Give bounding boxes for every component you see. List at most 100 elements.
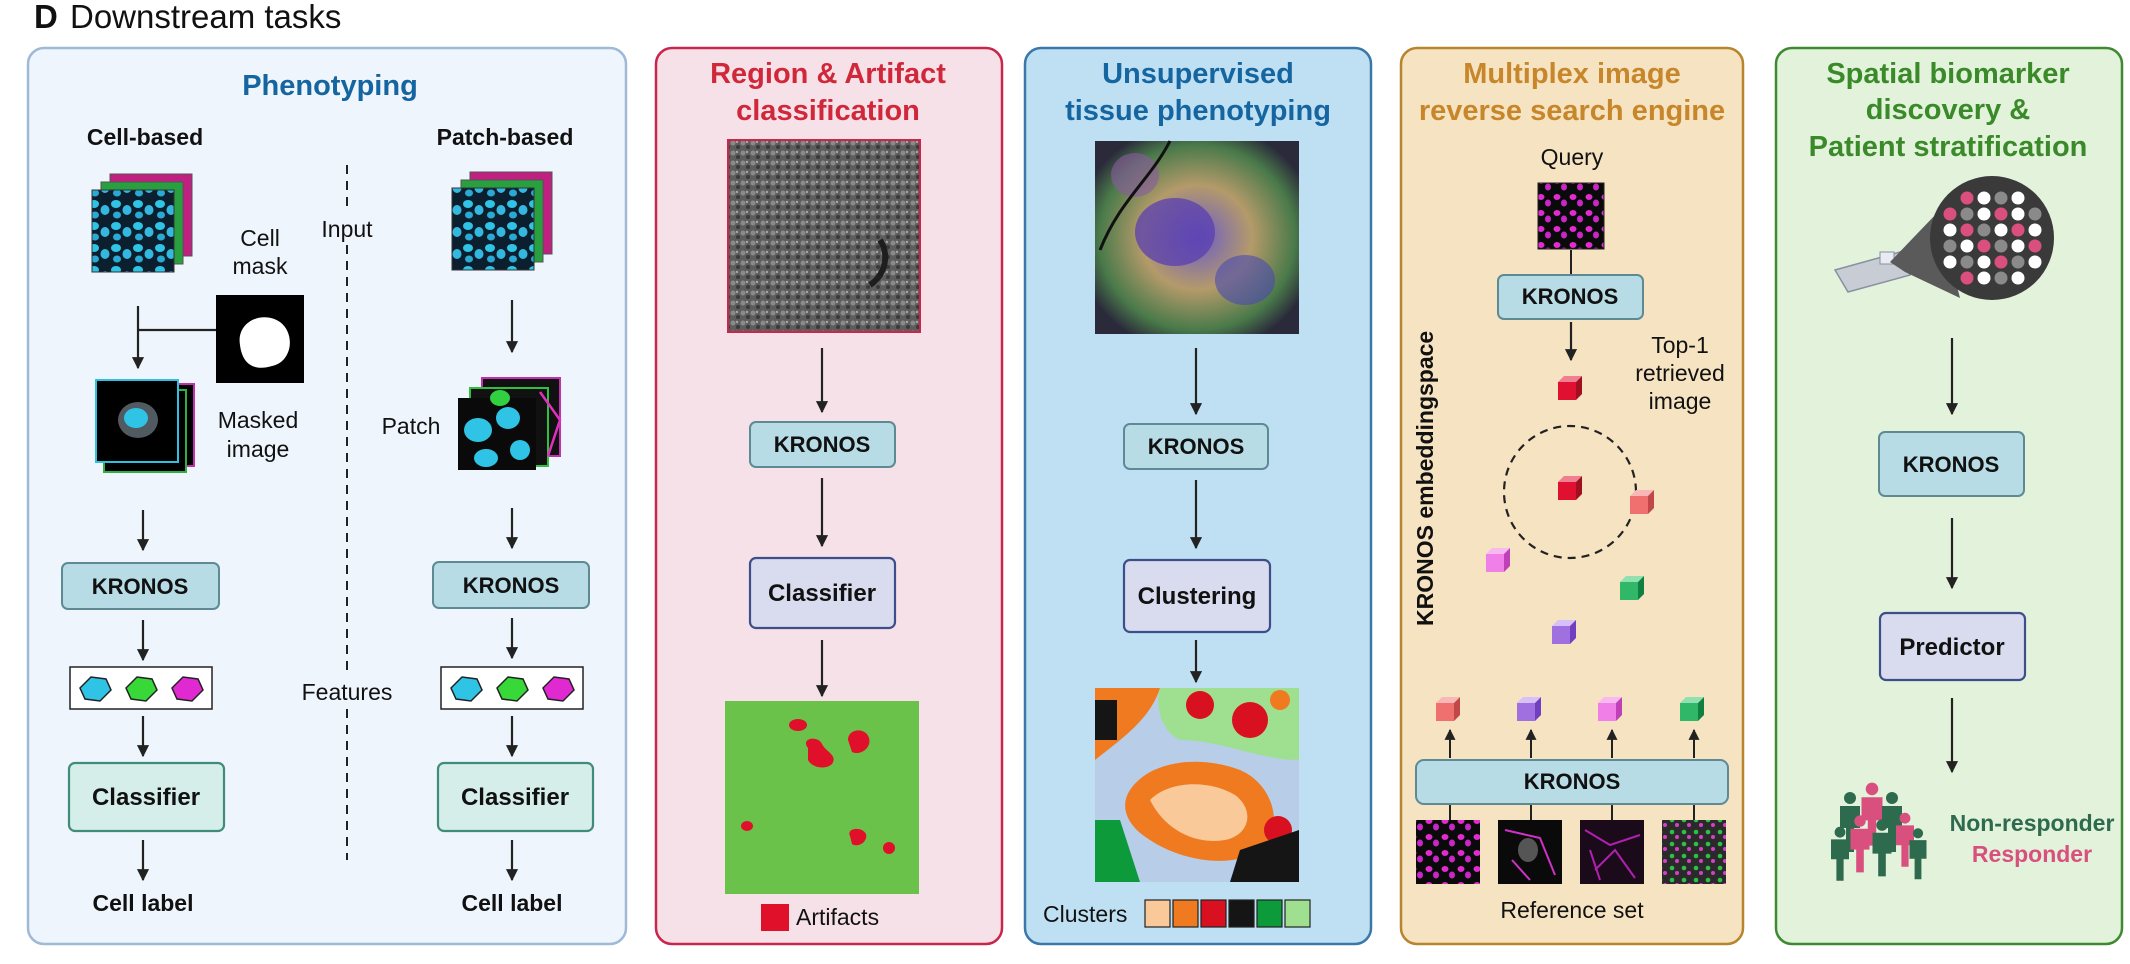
- tma-cores: [1943, 191, 2042, 285]
- patch-image-stack: [458, 377, 562, 470]
- patch-label-output: Cell label: [462, 890, 563, 916]
- cell-model-label: KRONOS: [92, 574, 189, 599]
- spatial-title-line-3: Patient stratification: [1809, 131, 2088, 163]
- tma-core: [1977, 255, 1991, 269]
- tma-core: [1977, 239, 1991, 253]
- spatial-model-label: KRONOS: [1903, 452, 2000, 477]
- tma-core: [2011, 255, 2025, 269]
- patient-head: [1886, 792, 1898, 804]
- tma-core: [1960, 191, 1974, 205]
- region-classifier-label: Classifier: [768, 580, 876, 607]
- masked-image-label-1: Masked: [218, 407, 299, 433]
- top1-label-2: retrieved: [1635, 360, 1724, 386]
- tma-core: [2028, 239, 2042, 253]
- tma-core: [1994, 191, 2008, 205]
- cell-label-output: Cell label: [93, 890, 194, 916]
- region-model-label: KRONOS: [774, 432, 871, 457]
- region-title-line-1: Region & Artifact: [710, 58, 946, 90]
- artifact-map: [725, 701, 919, 894]
- patient-body: [1882, 806, 1902, 852]
- grayscale-tissue-image: [727, 139, 921, 333]
- unsup-model-box: [1123, 423, 1269, 470]
- cluster-legend: [1144, 899, 1311, 928]
- tma-core: [1994, 255, 2008, 269]
- tma-core: [1960, 255, 1974, 269]
- top1-label-3: image: [1649, 388, 1712, 414]
- patient-head: [1854, 815, 1866, 827]
- input-label: Input: [321, 216, 373, 242]
- patch-feature-vector: [440, 666, 584, 710]
- patient-head: [1844, 792, 1856, 804]
- cell-feature-vector: [69, 666, 213, 710]
- tma-core: [1977, 191, 1991, 205]
- purple-embedding-cube: [1552, 620, 1576, 644]
- region-model-box: [749, 421, 896, 468]
- query-label: Query: [1541, 144, 1604, 170]
- clustering-label: Clustering: [1138, 583, 1257, 610]
- tma-core: [2028, 223, 2042, 237]
- phenotyping-panel: Phenotyping Cell-based Patch-based Input…: [26, 46, 628, 946]
- patch-label: Patch: [382, 413, 441, 439]
- query-model-label: KRONOS: [1522, 284, 1619, 309]
- cluster-map: [1095, 688, 1299, 882]
- patient-body: [1850, 828, 1870, 873]
- query-image: [1537, 182, 1605, 250]
- patient-head: [1834, 826, 1846, 838]
- patient-body: [1840, 806, 1860, 852]
- tma-core: [1960, 207, 1974, 221]
- non-responder-label: Non-responder: [1950, 810, 2115, 836]
- patient-head: [1876, 819, 1888, 831]
- unsup-title-line-1: Unsupervised: [1102, 58, 1294, 90]
- cell-model-box: [61, 562, 220, 610]
- artifacts-legend-label: Artifacts: [796, 904, 879, 930]
- patient-head: [1899, 812, 1911, 824]
- tma-core: [2028, 255, 2042, 269]
- panel-letter: D: [34, 0, 58, 35]
- figure-heading: Downstream tasks: [70, 0, 341, 35]
- cell-mask-label-1: Cell: [240, 225, 280, 251]
- tma-core: [1943, 255, 1957, 269]
- unsupervised-panel: Unsupervised tissue phenotyping KRONOS C…: [1023, 46, 1373, 946]
- responder-label: Responder: [1972, 841, 2092, 867]
- patient-body: [1872, 832, 1892, 877]
- reference-embeddings: [1436, 697, 1704, 721]
- artifact-legend-swatch: [761, 904, 789, 931]
- multiplex-tissue-image: [1095, 140, 1299, 334]
- predictor-box: [1878, 611, 2027, 682]
- embedding-space-label: KRONOS embeddingspace: [1412, 331, 1438, 626]
- tma-core: [1977, 271, 1991, 285]
- tma-core: [1977, 223, 1991, 237]
- spatial-model-box: [1878, 431, 2025, 497]
- region-classifier-box: [748, 556, 897, 630]
- tma-core: [1994, 223, 2008, 237]
- magenta-embedding-cube: [1486, 548, 1510, 572]
- region-title-line-2: classification: [736, 95, 920, 127]
- tma-core: [1960, 271, 1974, 285]
- pink-embedding-cube: [1630, 490, 1654, 514]
- phenotyping-title: Phenotyping: [242, 70, 418, 102]
- multiplex-title-line-1: Multiplex image: [1463, 58, 1681, 90]
- green-embedding-cube: [1620, 576, 1644, 600]
- patient-body: [1896, 825, 1914, 867]
- tma-core: [2011, 191, 2025, 205]
- tma-core: [1977, 207, 1991, 221]
- query-model-box: [1497, 274, 1644, 320]
- spatial-biomarker-panel: Spatial biomarker discovery & Patient st…: [1774, 46, 2124, 946]
- tma-core: [2028, 207, 2042, 221]
- mask-blob: [239, 317, 290, 368]
- predictor-label: Predictor: [1899, 634, 2004, 661]
- tma-core: [2011, 239, 2025, 253]
- tma-core: [1994, 207, 2008, 221]
- region-artifact-panel: Region & Artifact classification KRONOS …: [654, 46, 1004, 946]
- tma-core: [1943, 223, 1957, 237]
- patient-head: [1912, 828, 1924, 839]
- cell-classifier-box: [67, 761, 226, 833]
- clustering-box: [1122, 558, 1272, 634]
- spatial-title-line-2: discovery &: [1866, 94, 2030, 126]
- tma-core: [2011, 271, 2025, 285]
- multiplex-title-line-2: reverse search engine: [1419, 95, 1725, 127]
- patient-body: [1831, 839, 1849, 881]
- patch-model-label: KRONOS: [463, 573, 560, 598]
- patch-input-image-stack: [451, 171, 553, 271]
